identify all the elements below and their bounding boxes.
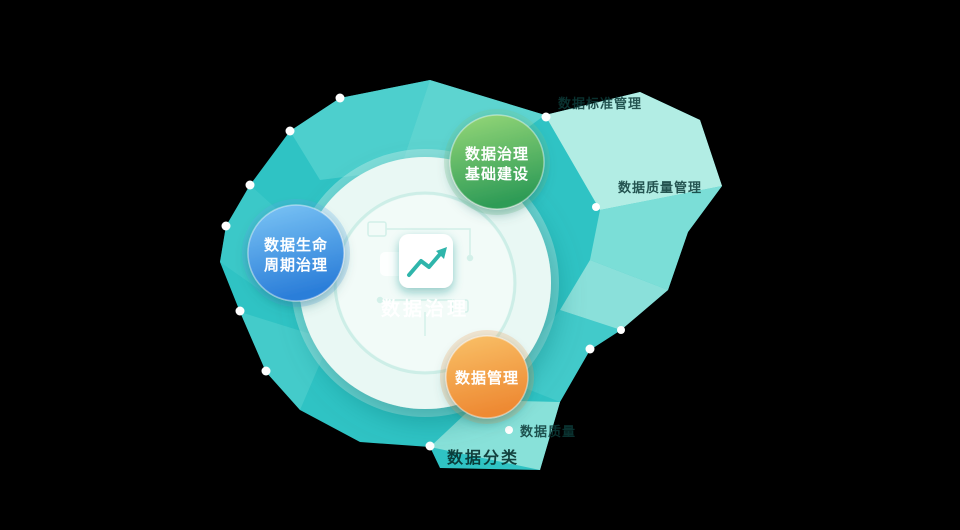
faint-label-bottom-left: 数据分类: [447, 448, 519, 467]
vertex-dot: [245, 180, 255, 190]
node-lifecycle-label-line1: 数据生命: [264, 236, 328, 254]
blob-facet: [430, 400, 560, 470]
node-management: 数据管理: [440, 330, 534, 424]
blob-facet: [290, 80, 430, 180]
vertex-dot: [617, 326, 625, 334]
node-lifecycle: 数据生命 周期治理: [242, 199, 350, 307]
line-chart-icon: [407, 247, 447, 277]
vertex-dot: [335, 93, 345, 103]
vertex-dot: [235, 306, 245, 316]
blob-facet: [505, 310, 621, 402]
blob-facet: [545, 92, 722, 210]
blob-facet: [560, 260, 668, 330]
vertex-dot: [592, 203, 600, 211]
vertex-dot: [285, 126, 295, 136]
faint-label-top-right: 数据标准管理: [558, 96, 642, 111]
node-foundation-label-line2: 基础建设: [464, 165, 529, 183]
vertex-dot: [541, 112, 551, 122]
center-icon: [380, 234, 453, 288]
vertex-dot: [261, 366, 271, 376]
node-management-label: 数据管理: [455, 369, 519, 387]
faint-label-bottom-center: 数据质量: [520, 424, 576, 439]
blob-facet: [240, 312, 330, 410]
vertex-dot: [221, 221, 231, 231]
node-lifecycle-label-line2: 周期治理: [264, 256, 328, 274]
circuit-pattern-decoration: [367, 221, 474, 336]
ring-inner-border: [333, 191, 517, 375]
center-title: 数据治理: [381, 297, 469, 320]
icon-card: [399, 234, 453, 288]
node-foundation-circle: [449, 114, 545, 210]
blob-facet: [590, 186, 722, 290]
faint-label-right: 数据质量管理: [618, 180, 702, 195]
node-management-circle: [445, 335, 529, 419]
vertex-dot: [505, 426, 513, 434]
node-lifecycle-circle: [247, 204, 345, 302]
vertex-dots: [221, 93, 625, 451]
faint-labels: 数据标准管理 数据质量管理 数据质量 数据分类: [447, 96, 702, 467]
vertex-dot: [585, 344, 595, 354]
vertex-dot: [425, 441, 435, 451]
node-foundation: 数据治理 基础建设: [444, 109, 550, 215]
node-foundation-label-line1: 数据治理: [465, 145, 529, 163]
